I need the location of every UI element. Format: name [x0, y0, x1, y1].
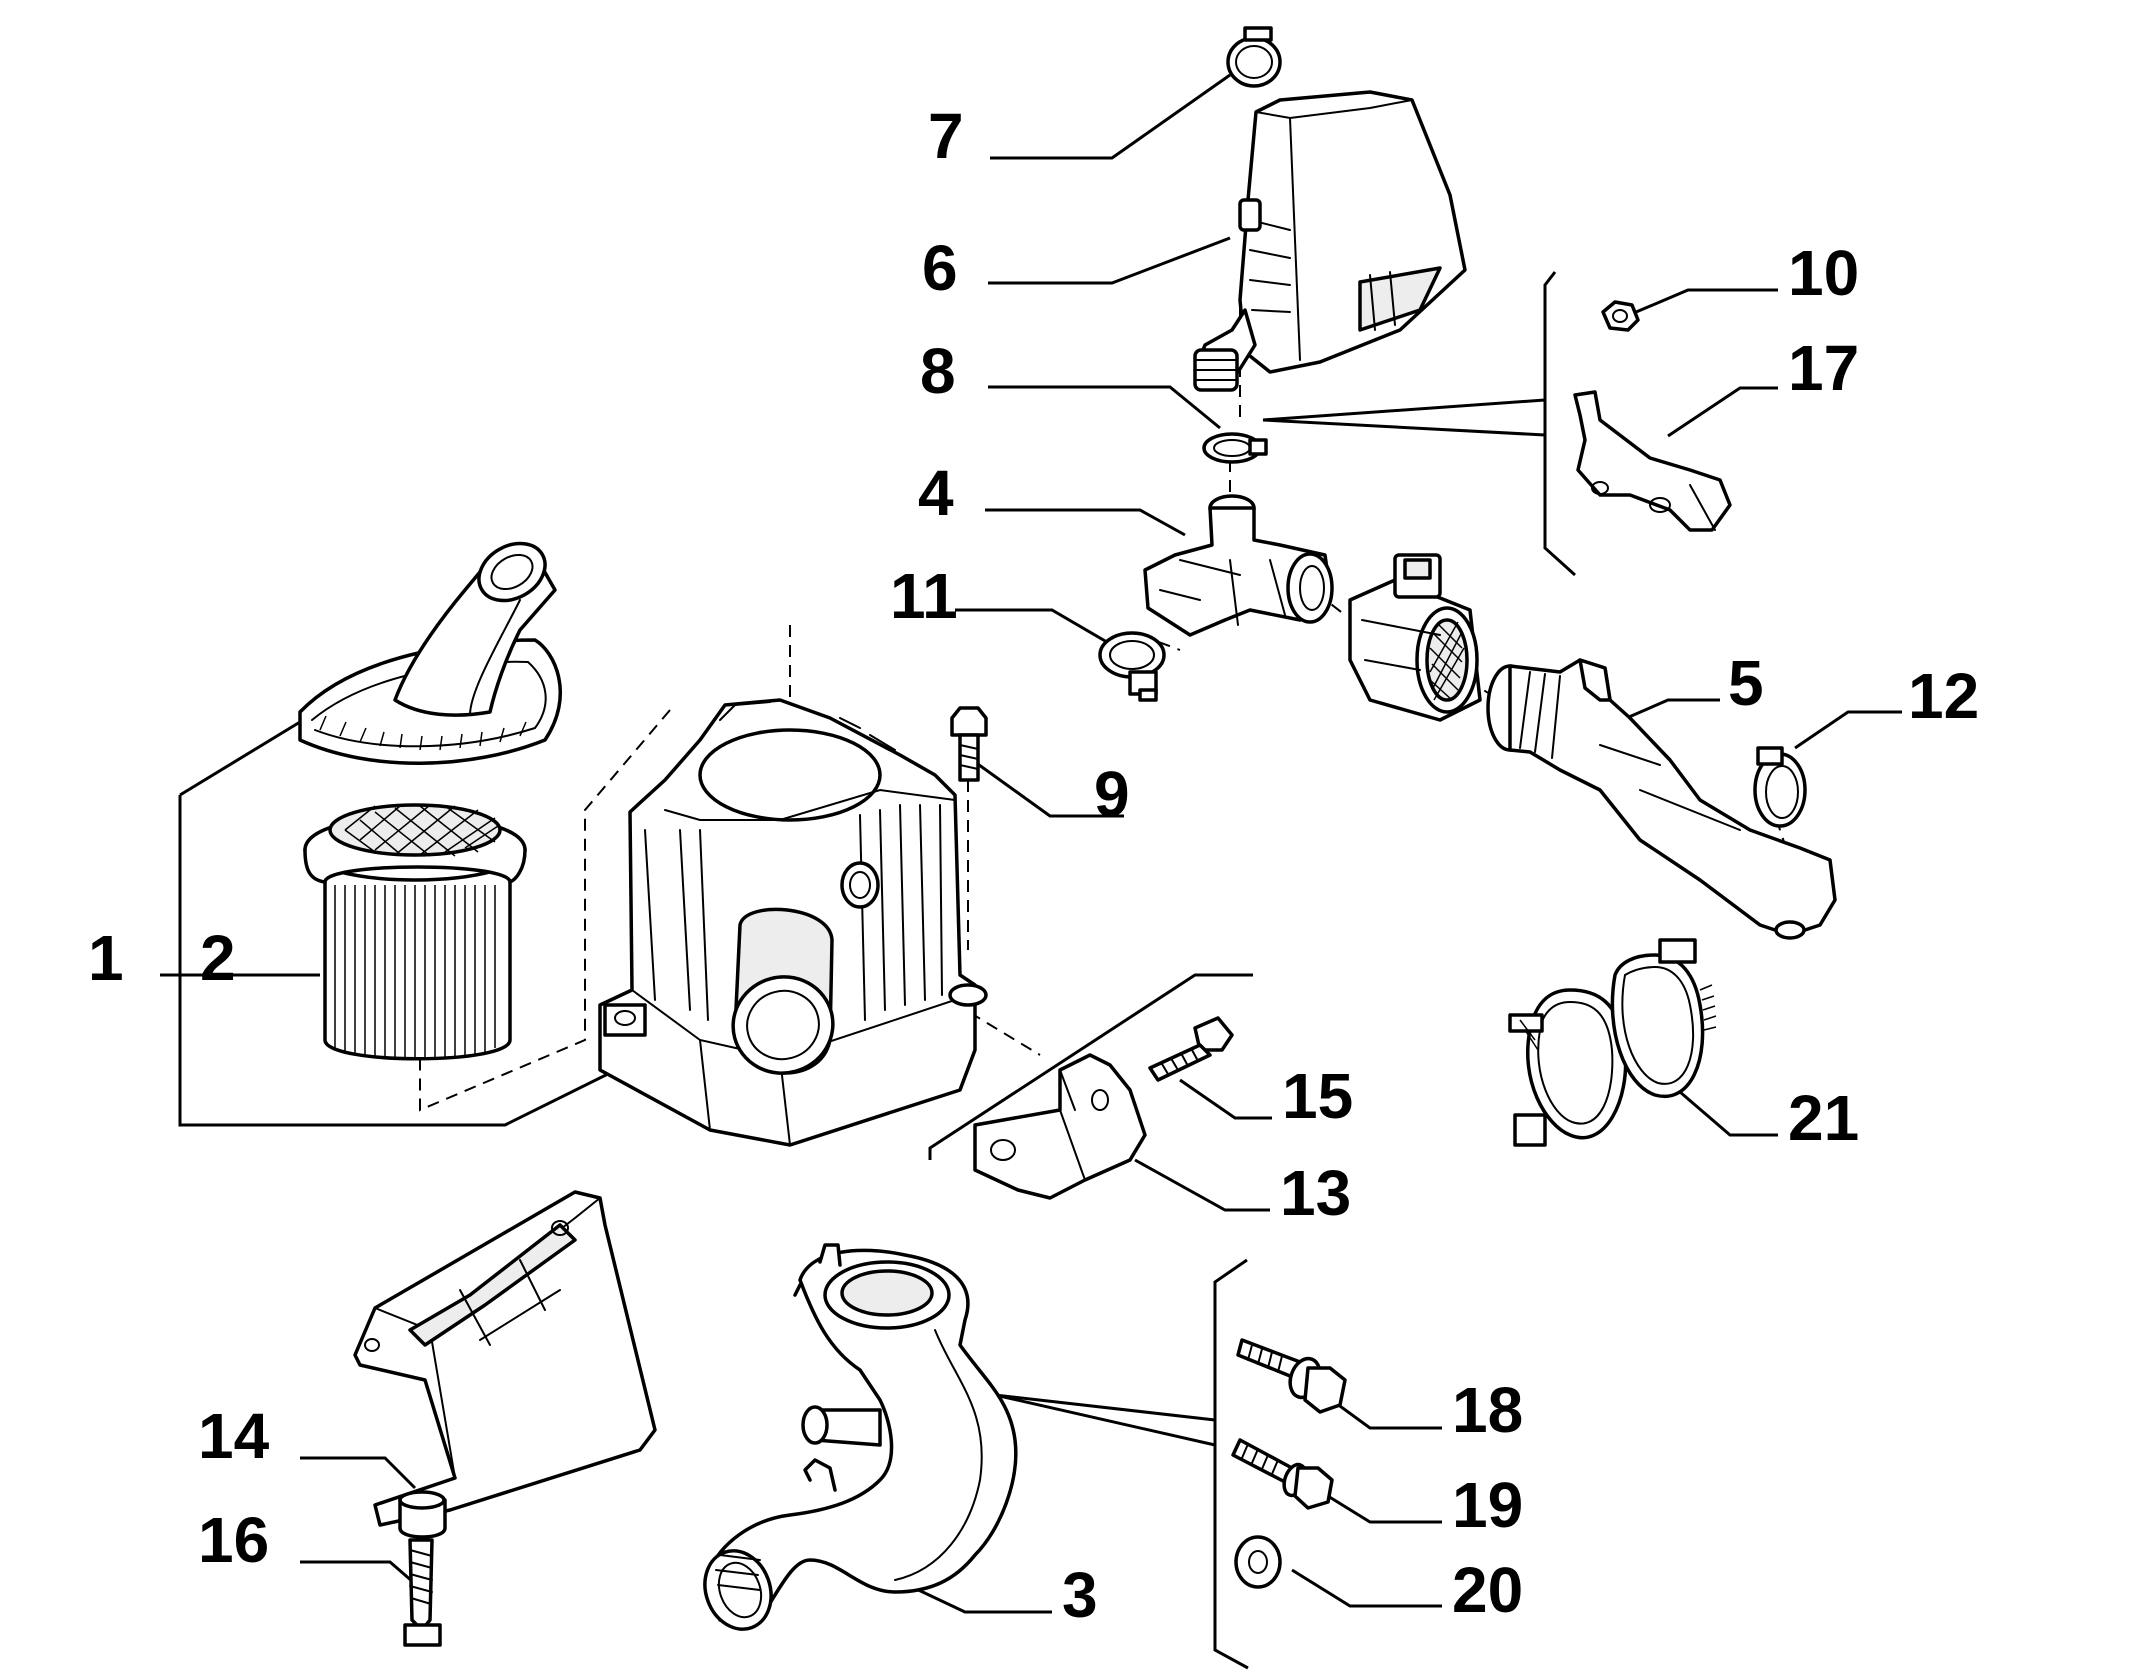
air-box-cover: [298, 541, 562, 765]
callout-17: 17: [1788, 332, 1859, 404]
callout-4: 4: [918, 457, 954, 529]
washer-20: [1234, 1535, 1282, 1589]
hose-clamp-small: [1202, 432, 1268, 464]
callout-1: 1: [88, 922, 124, 994]
bolt-9: [950, 706, 988, 782]
callout-10: 10: [1788, 237, 1859, 309]
bracket-17: [1573, 390, 1732, 532]
callout-15: 15: [1282, 1060, 1353, 1132]
callout-11: 11: [890, 560, 958, 632]
callout-21: 21: [1788, 1082, 1859, 1154]
filter-element: [303, 803, 527, 1061]
heat-shield-14: [353, 1190, 657, 1539]
hose-clamp-top: [1226, 26, 1282, 88]
bolt-18: [1236, 1338, 1347, 1414]
callout-5: 5: [1728, 647, 1764, 719]
hose-clamp-11: [1098, 631, 1166, 702]
intake-duct-3: [703, 1243, 1018, 1631]
callout-7: 7: [928, 100, 964, 172]
callout-16: 16: [198, 1504, 269, 1576]
hose-clamp-12: [1753, 746, 1807, 828]
intake-elbow-hose: [1143, 494, 1334, 637]
nut-10: [1601, 300, 1640, 332]
callout-2: 2: [200, 922, 236, 994]
callout-20: 20: [1452, 1554, 1523, 1626]
callout-18: 18: [1452, 1374, 1523, 1446]
callout-19: 19: [1452, 1469, 1523, 1541]
bracket-13: [973, 1053, 1147, 1200]
outlet-hose: [1486, 658, 1837, 940]
air-box-body: [598, 698, 988, 1147]
callout-8: 8: [920, 335, 956, 407]
callout-13: 13: [1280, 1157, 1351, 1229]
resonator-housing: [1193, 90, 1467, 392]
callout-14: 14: [198, 1400, 270, 1472]
bolt-19: [1231, 1438, 1334, 1510]
screw-16: [403, 1538, 442, 1647]
hose-clamps-21: [1508, 938, 1717, 1147]
callout-6: 6: [922, 232, 958, 304]
screw-15: [1148, 1016, 1234, 1082]
callout-3: 3: [1062, 1559, 1098, 1631]
callout-9: 9: [1094, 758, 1130, 830]
callout-12: 12: [1908, 660, 1979, 732]
air-flow-sensor: [1348, 553, 1482, 722]
callout-labels: 1 2 3 4 5 6 7 8 9 10 11 12 13 14 15 16 1…: [88, 100, 1979, 1631]
